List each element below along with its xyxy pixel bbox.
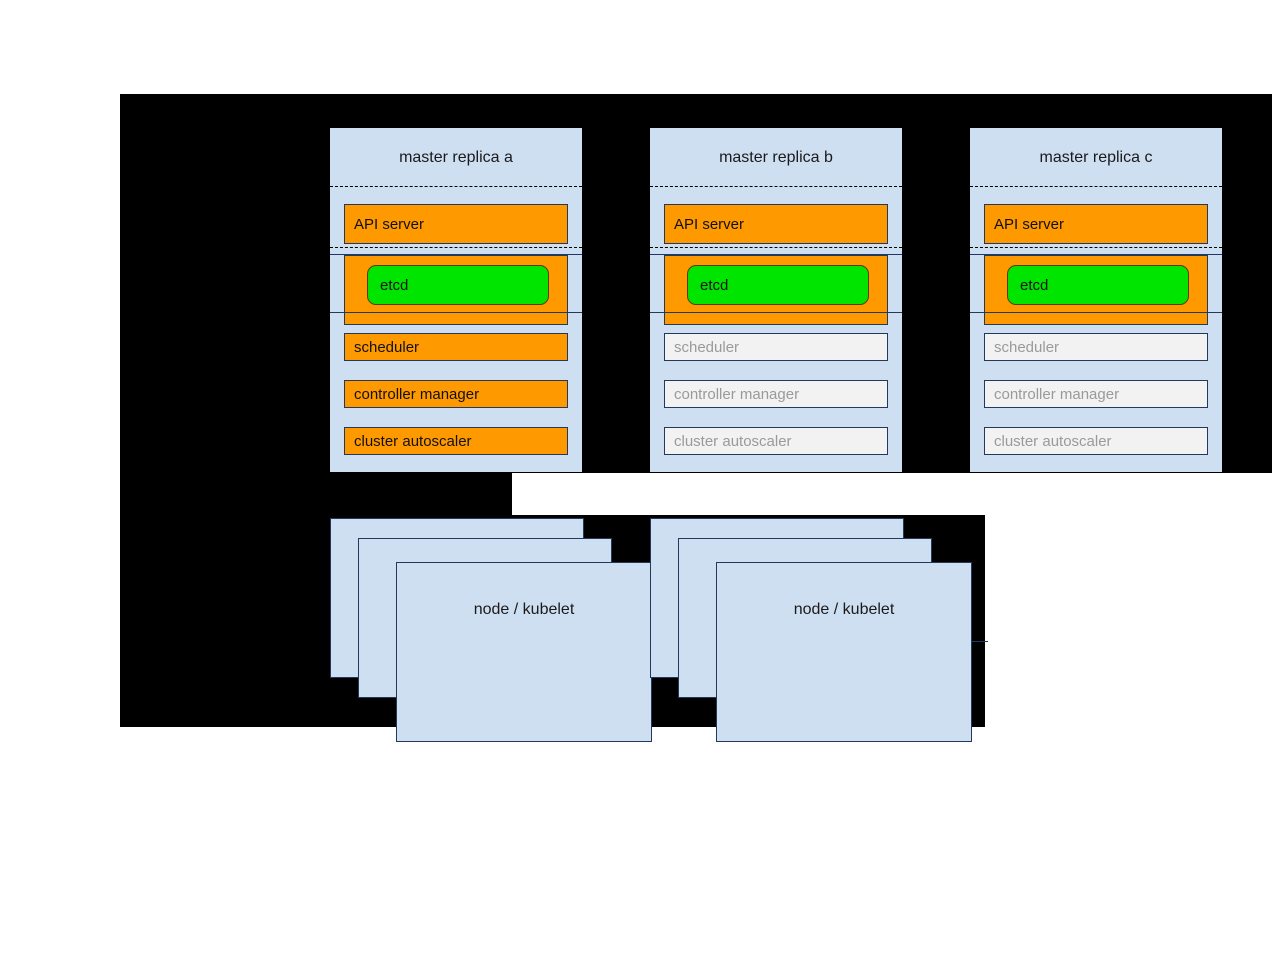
replica-c-api-server-label: API server <box>994 215 1065 233</box>
master-replica-b[interactable]: master replica b API server etcd schedul… <box>650 128 902 472</box>
replica-a-title: master replica a <box>399 149 513 166</box>
replica-c-etcd-container-base <box>984 313 1208 325</box>
replica-b-etcd-container-base <box>664 313 888 325</box>
replica-a-dashed-separator-mid <box>330 247 582 248</box>
master-replica-a[interactable]: master replica a API server etcd schedul… <box>330 128 582 472</box>
replica-c-etcd-container[interactable]: etcd <box>984 255 1208 313</box>
replica-a-scheduler-label: scheduler <box>354 338 420 356</box>
replica-b-controller-manager[interactable]: controller manager <box>664 380 888 408</box>
replica-c-dashed-separator-top <box>970 186 1222 187</box>
node-card-front[interactable]: node / kubelet <box>396 562 652 742</box>
replica-c-controller-manager-label: controller manager <box>994 385 1120 403</box>
replica-a-api-server[interactable]: API server <box>344 204 568 244</box>
node-group-2-label: node / kubelet <box>793 601 895 618</box>
replica-c-api-server[interactable]: API server <box>984 204 1208 244</box>
replica-b-etcd-container[interactable]: etcd <box>664 255 888 313</box>
replica-b-etcd[interactable]: etcd <box>687 265 869 305</box>
node-card-front[interactable]: node / kubelet <box>716 562 972 742</box>
replica-b-scheduler[interactable]: scheduler <box>664 333 888 361</box>
replica-c-etcd[interactable]: etcd <box>1007 265 1189 305</box>
replica-a-api-server-label: API server <box>354 215 425 233</box>
replica-c-etcd-label: etcd <box>1020 276 1049 294</box>
replica-b-cluster-autoscaler-label: cluster autoscaler <box>674 432 792 450</box>
replica-b-api-server-label: API server <box>674 215 745 233</box>
replica-c-cluster-autoscaler[interactable]: cluster autoscaler <box>984 427 1208 455</box>
replica-b-rule-upper <box>650 254 902 255</box>
replica-b-controller-manager-label: controller manager <box>674 385 800 403</box>
replica-c-cluster-autoscaler-label: cluster autoscaler <box>994 432 1112 450</box>
replica-a-rule-upper <box>330 254 582 255</box>
replica-a-controller-manager[interactable]: controller manager <box>344 380 568 408</box>
replica-c-dashed-separator-mid <box>970 247 1222 248</box>
replica-a-etcd-container-base <box>344 313 568 325</box>
replica-a-dashed-separator-top <box>330 186 582 187</box>
replica-a-etcd-label: etcd <box>380 276 409 294</box>
replica-b-etcd-label: etcd <box>700 276 729 294</box>
replica-a-controller-manager-label: controller manager <box>354 385 480 403</box>
replica-a-cluster-autoscaler[interactable]: cluster autoscaler <box>344 427 568 455</box>
replica-b-scheduler-label: scheduler <box>674 338 740 356</box>
master-replica-c[interactable]: master replica c API server etcd schedul… <box>970 128 1222 472</box>
node-group-1-label: node / kubelet <box>473 601 575 618</box>
replica-c-scheduler[interactable]: scheduler <box>984 333 1208 361</box>
replica-b-dashed-separator-top <box>650 186 902 187</box>
replica-b-title: master replica b <box>719 149 833 166</box>
replica-c-rule-upper <box>970 254 1222 255</box>
replica-c-controller-manager[interactable]: controller manager <box>984 380 1208 408</box>
replica-b-api-server[interactable]: API server <box>664 204 888 244</box>
replica-a-etcd[interactable]: etcd <box>367 265 549 305</box>
replica-a-scheduler[interactable]: scheduler <box>344 333 568 361</box>
replica-b-cluster-autoscaler[interactable]: cluster autoscaler <box>664 427 888 455</box>
replica-c-scheduler-label: scheduler <box>994 338 1060 356</box>
replica-b-dashed-separator-mid <box>650 247 902 248</box>
replica-a-cluster-autoscaler-label: cluster autoscaler <box>354 432 472 450</box>
replica-c-title: master replica c <box>1039 149 1153 166</box>
replica-a-etcd-container[interactable]: etcd <box>344 255 568 313</box>
